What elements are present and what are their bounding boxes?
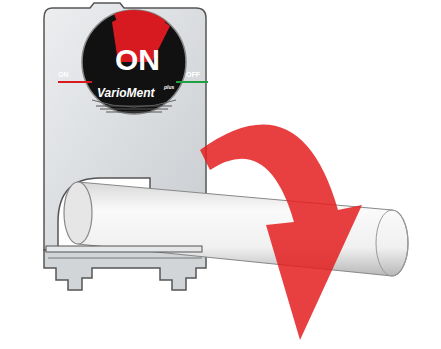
cylinder [78, 182, 408, 276]
brand-name: VarioMent [97, 87, 155, 99]
front-strip [46, 246, 202, 252]
brand-suffix: plus [164, 85, 174, 90]
cylinder-end [64, 182, 92, 244]
on-mark: ON [58, 71, 69, 78]
dial [82, 10, 186, 114]
switch-state: ON [115, 45, 160, 75]
plate-feet [44, 250, 206, 290]
off-mark: OFF [186, 71, 200, 78]
rotation-arrow [200, 125, 362, 340]
